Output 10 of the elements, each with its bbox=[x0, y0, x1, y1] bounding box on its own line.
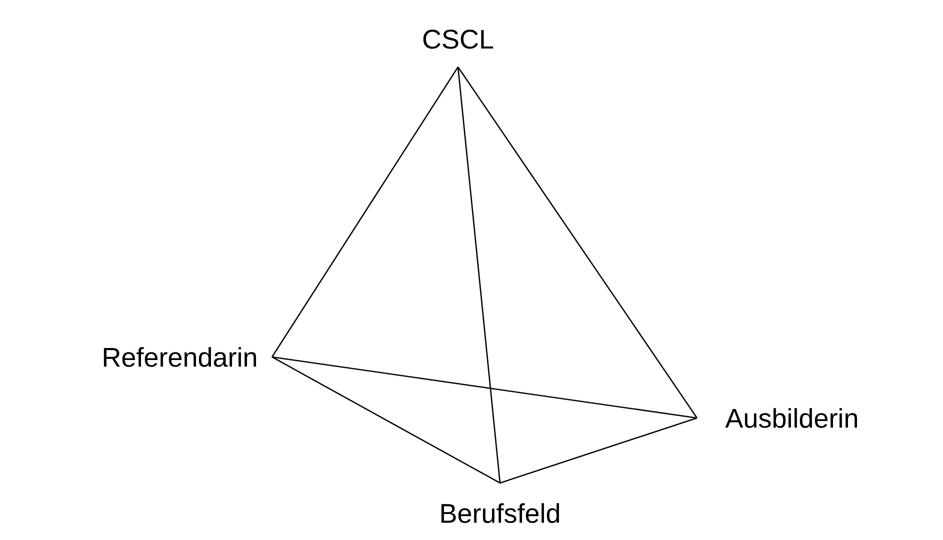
edge-line bbox=[271, 66, 459, 358]
edge-line bbox=[272, 356, 698, 419]
edge-line bbox=[272, 356, 500, 484]
edge-line bbox=[457, 66, 501, 484]
vertex-label: Ausbilderin bbox=[725, 408, 857, 428]
edge-line bbox=[457, 66, 698, 418]
vertex-label: Referendarin bbox=[104, 347, 256, 367]
vertex-label: Berufsfeld bbox=[441, 503, 560, 524]
edge-line bbox=[500, 417, 698, 484]
vertex-label: CSCL bbox=[423, 30, 494, 49]
